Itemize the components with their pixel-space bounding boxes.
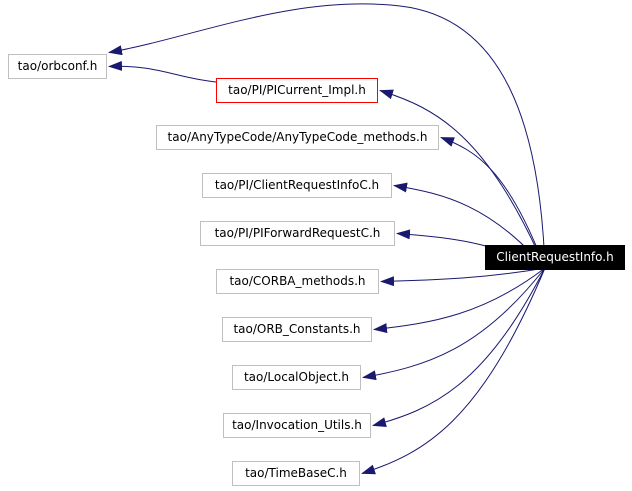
- edge-client-request-info-to-orbconf: [108, 3, 546, 269]
- edge-client-request-info-to-timebasec: [361, 267, 546, 475]
- node-tao-invocation-utils-h[interactable]: tao/Invocation_Utils.h: [223, 413, 371, 438]
- node-tao-pi-clientrequestinfoc-h[interactable]: tao/PI/ClientRequestInfoC.h: [202, 173, 392, 198]
- node-tao-orbconf-h[interactable]: tao/orbconf.h: [8, 54, 107, 79]
- edge-picurrent-impl-to-orbconf: [108, 60, 217, 83]
- node-tao-timebasec-h[interactable]: tao/TimeBaseC.h: [232, 461, 360, 486]
- edge-client-request-info-to-orb-constants: [373, 267, 546, 334]
- edge-client-request-info-to-localobject: [362, 267, 546, 381]
- node-tao-anytypecode-anytypecode-methods-h[interactable]: tao/AnyTypeCode/AnyTypeCode_methods.h: [156, 125, 439, 150]
- node-clientrequestinfo-h: ClientRequestInfo.h: [485, 245, 625, 270]
- node-tao-pi-piforwardrequestc-h[interactable]: tao/PI/PIForwardRequestC.h: [200, 221, 395, 246]
- edge-client-request-info-to-invocation-utils: [372, 267, 546, 427]
- edge-client-request-info-to-corba-methods: [380, 267, 546, 287]
- node-tao-pi-picurrent-impl-h[interactable]: tao/PI/PICurrent_Impl.h: [216, 78, 378, 103]
- node-tao-orb-constants-h[interactable]: tao/ORB_Constants.h: [222, 317, 372, 342]
- node-tao-localobject-h[interactable]: tao/LocalObject.h: [232, 365, 361, 390]
- edge-client-request-info-to-picurrent-impl: [379, 89, 546, 269]
- node-tao-corba-methods-h[interactable]: tao/CORBA_methods.h: [216, 269, 379, 294]
- edge-client-request-info-to-anytypecode-methods: [440, 137, 546, 269]
